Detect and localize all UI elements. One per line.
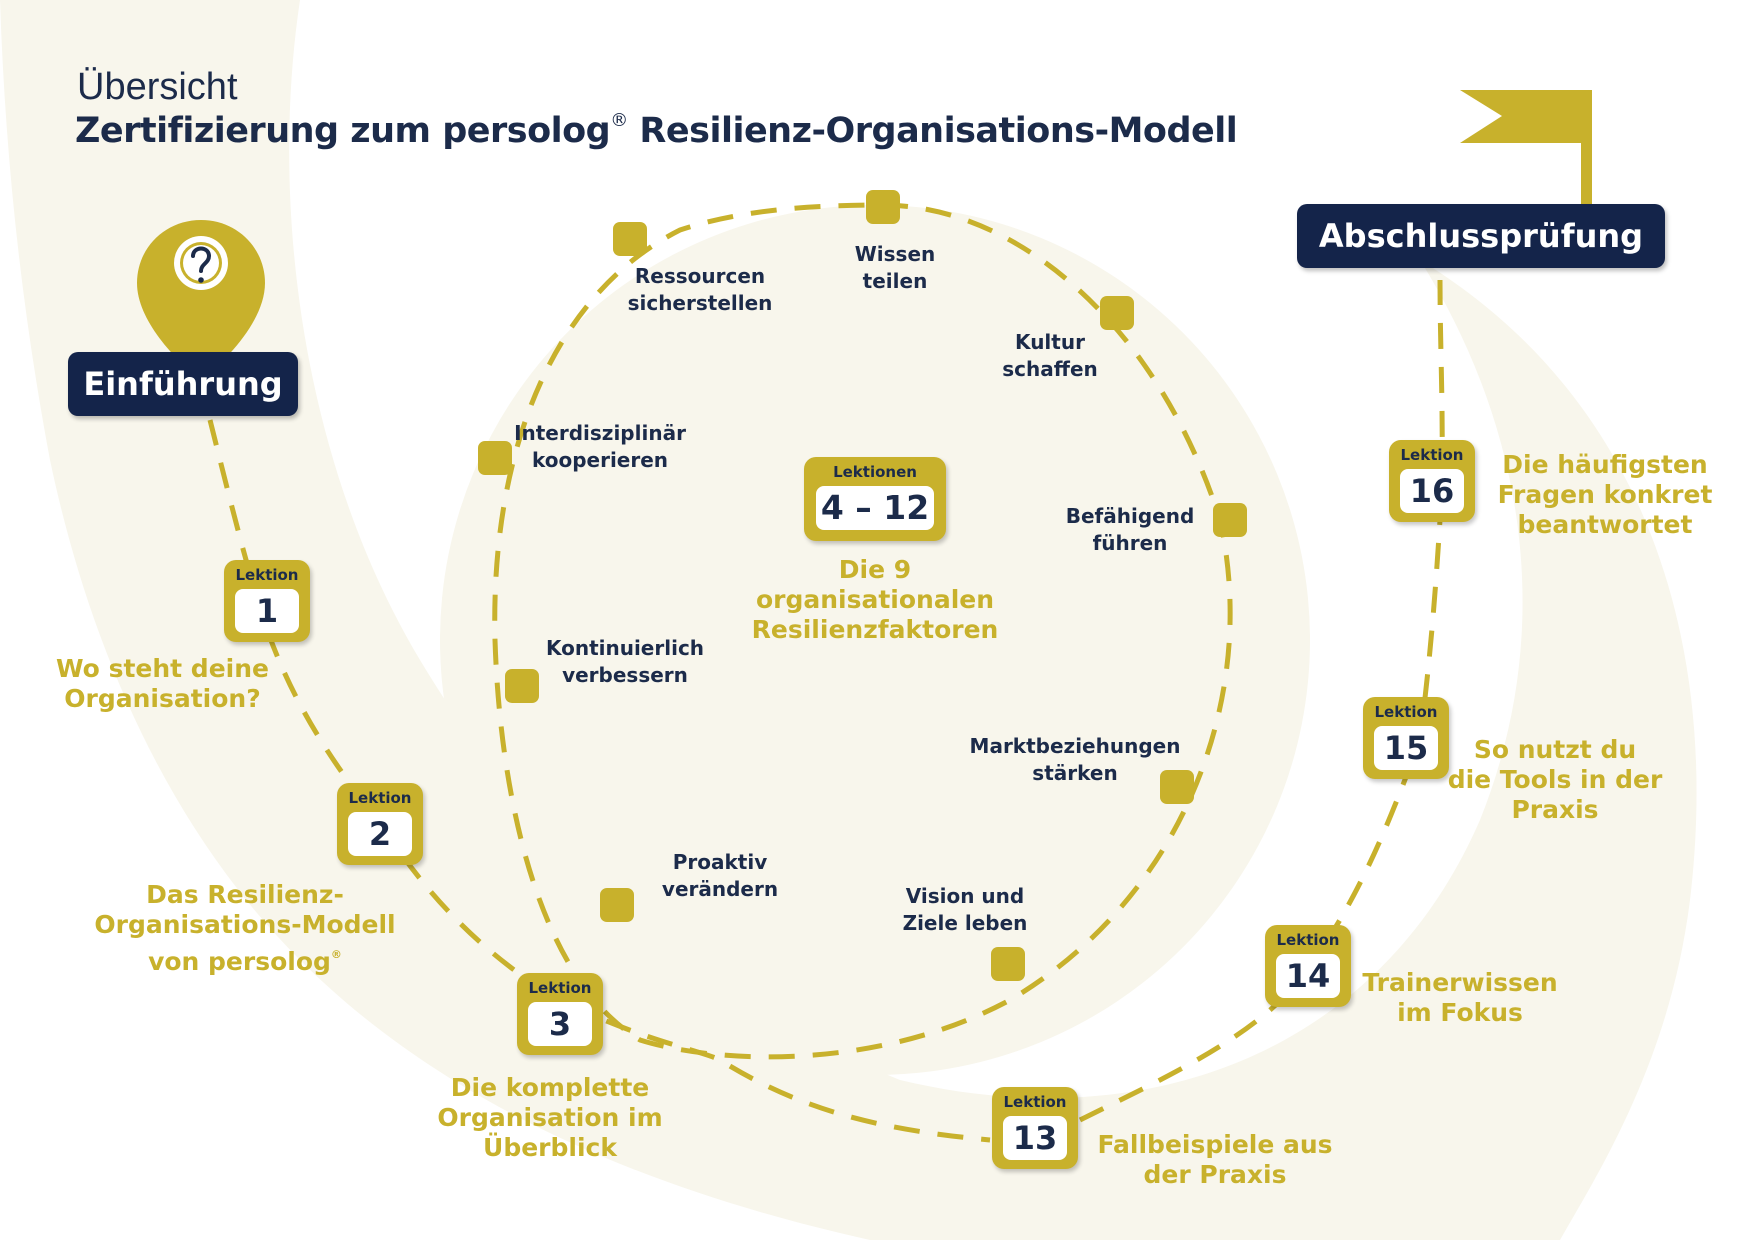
title-line: Fallbeispiele aus — [1097, 1130, 1333, 1159]
finish-label-text: Abschlussprüfung — [1318, 217, 1644, 255]
finish-label: Abschlussprüfung — [1297, 204, 1665, 268]
factors-dashed-loop — [492, 202, 1233, 1060]
lessons-word: Lektionen — [833, 463, 917, 481]
lesson-word: Lektion — [1276, 931, 1340, 949]
lesson-word: Lektion — [235, 566, 299, 584]
factor-interdisziplinaer-kooperieren: Interdisziplinär kooperieren — [514, 421, 686, 472]
title-line: organisationalen — [755, 585, 995, 614]
lesson-2-title: Das Resilienz- Organisations-Modell von … — [90, 880, 400, 977]
lesson-number: 14 — [1276, 954, 1340, 998]
loop-marker — [478, 441, 512, 475]
lesson-14-badge: Lektion 14 — [1265, 925, 1351, 1007]
lesson-number: 3 — [528, 1002, 592, 1046]
title-line: Die komplette — [450, 1073, 650, 1102]
loop-marker — [1160, 770, 1194, 804]
registered-mark: ® — [610, 110, 628, 131]
lesson-number: 13 — [1003, 1116, 1067, 1160]
question-pin-icon — [137, 220, 265, 380]
right-dashed-path — [1078, 279, 1445, 1123]
title-line: Die 9 — [838, 555, 912, 584]
lesson-16-title: Die häufigsten Fragen konkret beantworte… — [1480, 450, 1730, 540]
title-line: So nutzt du — [1473, 735, 1637, 764]
loop-marker — [991, 947, 1025, 981]
loop-marker — [600, 888, 634, 922]
title-line: von persolog® — [90, 940, 400, 977]
title-line: Fragen konkret — [1497, 480, 1713, 509]
title-main: Zertifizierung zum persolog — [75, 111, 611, 151]
start-label-text: Einführung — [83, 365, 283, 403]
start-label: Einführung — [68, 352, 298, 416]
page-subtitle: Übersicht — [77, 66, 238, 108]
lesson-3-title: Die komplette Organisation im Überblick — [410, 1073, 690, 1163]
title-line: Trainerwissen — [1362, 968, 1558, 997]
title-line: die Tools in der — [1447, 765, 1663, 794]
factor-kontinuierlich-verbessern: Kontinuierlich verbessern — [545, 636, 705, 687]
loop-marker — [1213, 503, 1247, 537]
lesson-number: 16 — [1400, 469, 1464, 513]
lesson-13-title: Fallbeispiele aus der Praxis — [1085, 1130, 1345, 1190]
lesson-16-badge: Lektion 16 — [1389, 440, 1475, 522]
lesson-15-title: So nutzt du die Tools in der Praxis — [1440, 735, 1670, 825]
factor-wissen-teilen: Wissen teilen — [854, 242, 936, 293]
factor-marktbeziehungen-staerken: Marktbeziehungen stärken — [969, 734, 1181, 785]
title-line: Wo steht deine — [56, 654, 269, 683]
title-line: Organisations-Modell — [94, 910, 396, 939]
title-line-text: von persolog — [148, 947, 331, 976]
lesson-word: Lektion — [1400, 446, 1464, 464]
title-line: Praxis — [1511, 795, 1599, 824]
title-line: Organisation? — [64, 684, 261, 713]
lesson-number: 1 — [235, 589, 299, 633]
title-line: Die häufigsten — [1502, 450, 1708, 479]
title-line: Organisation im — [437, 1103, 663, 1132]
lesson-word: Lektion — [348, 789, 412, 807]
lesson-1-badge: Lektion 1 — [224, 560, 310, 642]
factor-befaehigend-fuehren: Befähigend führen — [1065, 504, 1195, 555]
center-title: Die 9 organisationalen Resilienzfaktoren — [710, 555, 1040, 645]
lesson-13-badge: Lektion 13 — [992, 1087, 1078, 1169]
lesson-number: 2 — [348, 812, 412, 856]
loop-marker — [613, 222, 647, 256]
factor-vision-ziele: Vision und Ziele leben — [902, 884, 1028, 935]
flag-icon — [1460, 90, 1592, 210]
lesson-word: Lektion — [528, 979, 592, 997]
page-title: Zertifizierung zum persolog® Resilienz-O… — [75, 110, 1238, 151]
title-line: Resilienzfaktoren — [751, 615, 999, 644]
center-lessons-badge: Lektionen 4 – 12 — [804, 457, 946, 541]
title-rest: Resilienz-Organisations-Modell — [627, 111, 1238, 151]
lesson-word: Lektion — [1003, 1093, 1067, 1111]
cream-band — [0, 0, 1697, 1240]
title-line: beantwortet — [1517, 510, 1693, 539]
lesson-3-badge: Lektion 3 — [517, 973, 603, 1055]
lesson-15-badge: Lektion 15 — [1363, 697, 1449, 779]
title-line: Das Resilienz- — [146, 880, 344, 909]
loop-marker — [505, 669, 539, 703]
factor-ressourcen-sicherstellen: Ressourcen sicherstellen — [627, 264, 773, 315]
loop-marker — [866, 190, 900, 224]
loop-marker — [1100, 296, 1134, 330]
lesson-word: Lektion — [1374, 703, 1438, 721]
lesson-14-title: Trainerwissen im Fokus — [1355, 968, 1565, 1028]
registered-mark: ® — [330, 948, 342, 961]
title-line: im Fokus — [1397, 998, 1523, 1027]
lesson-1-title: Wo steht deine Organisation? — [40, 654, 285, 714]
factor-proaktiv-veraendern: Proaktiv verändern — [661, 850, 779, 901]
factor-kultur-schaffen: Kultur schaffen — [1002, 330, 1098, 381]
title-line: der Praxis — [1143, 1160, 1287, 1189]
title-line: Überblick — [483, 1133, 617, 1162]
lesson-number: 15 — [1374, 726, 1438, 770]
lesson-2-badge: Lektion 2 — [337, 783, 423, 865]
center-circle — [440, 205, 1310, 1075]
lessons-range: 4 – 12 — [816, 486, 934, 530]
